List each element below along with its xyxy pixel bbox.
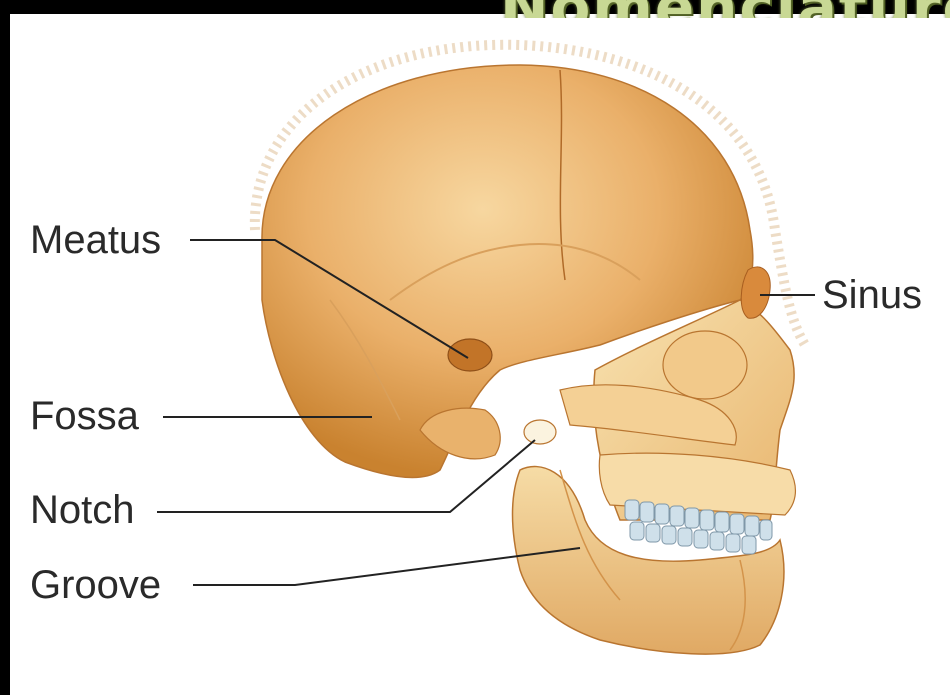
label-groove: Groove [30, 565, 161, 605]
label-notch: Notch [30, 490, 135, 530]
orbit [663, 331, 747, 399]
frontal-sinus [741, 267, 770, 318]
label-meatus: Meatus [30, 220, 161, 260]
label-sinus: Sinus [822, 275, 922, 315]
label-fossa: Fossa [30, 396, 139, 436]
auditory-meatus [448, 339, 492, 371]
mandibular-condyle [524, 420, 556, 444]
